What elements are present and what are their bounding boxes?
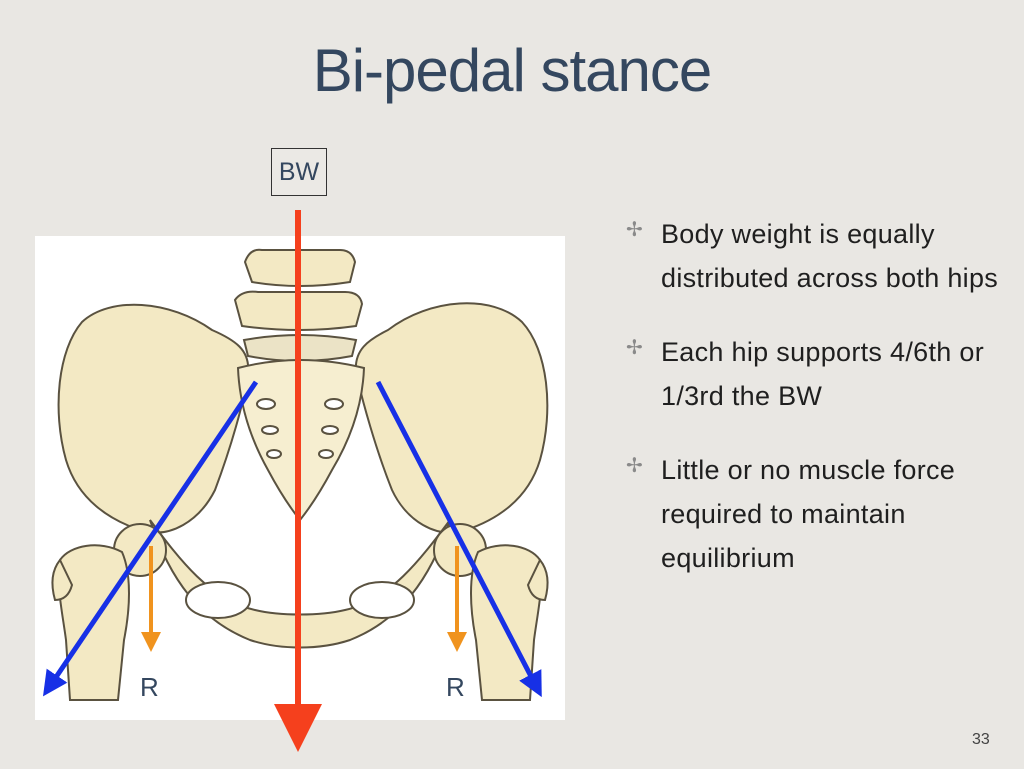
left-greater-trochanter [51,558,74,602]
sacral-foramen [256,398,276,410]
page-number: 33 [972,731,990,748]
sacral-foramen [318,449,334,459]
slide-title: Bi-pedal stance [312,37,713,104]
right-ilium [354,302,549,534]
bullet-cross-icon: ✢ [626,455,643,477]
reaction-label-right: R [446,672,465,702]
body-weight-label: BW [271,148,327,196]
bullet-text: Body weight is equally distributed acros… [661,219,999,293]
bullet-item: ✢ Body weight is equally distributed acr… [626,212,1006,300]
right-greater-trochanter [526,558,549,602]
bullet-list: ✢ Body weight is equally distributed acr… [626,212,1006,610]
right-force-line [375,380,542,698]
sacral-foramen [266,449,282,459]
reaction-label-left: R [140,672,159,702]
bullet-cross-icon: ✢ [626,219,643,241]
left-force-line [42,380,259,697]
left-obturator-foramen [185,581,251,619]
bullet-text: Little or no muscle force required to ma… [661,455,956,573]
sacral-foramen [321,425,339,435]
left-ilium [57,303,250,534]
sacral-foramen [261,425,279,435]
bullet-text: Each hip supports 4/6th or 1/3rd the BW [661,337,984,411]
sacral-foramen [324,398,344,410]
pelvis-illustration [51,248,549,701]
right-obturator-foramen [349,581,415,619]
bullet-item: ✢ Each hip supports 4/6th or 1/3rd the B… [626,330,1006,418]
bullet-cross-icon: ✢ [626,337,643,359]
bullet-item: ✢ Little or no muscle force required to … [626,448,1006,580]
